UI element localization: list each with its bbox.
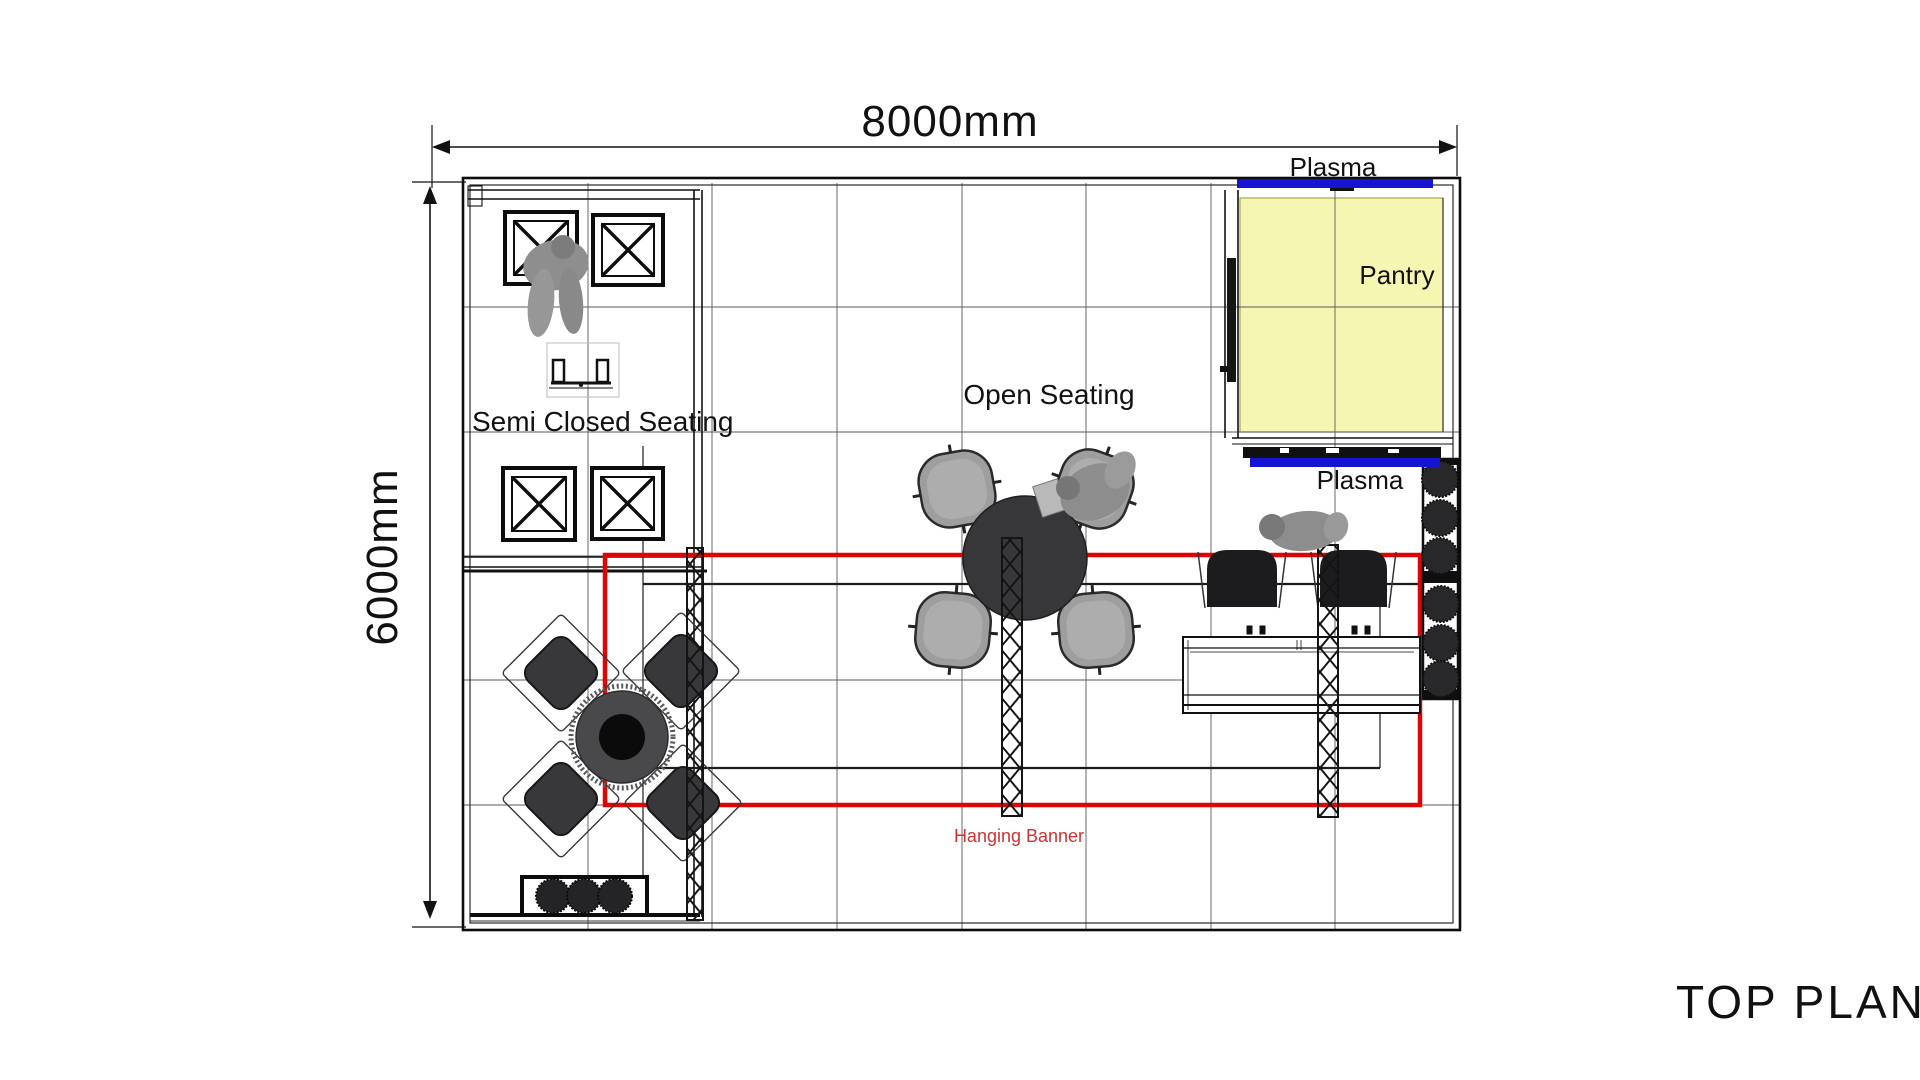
bracket-stool bbox=[546, 342, 620, 398]
pantry-door-handle bbox=[1220, 366, 1228, 372]
page-title: TOP PLAN bbox=[1676, 976, 1920, 1028]
plasma-mount bbox=[1330, 187, 1354, 191]
lounge-chair bbox=[502, 614, 620, 732]
pantry-door bbox=[1227, 258, 1236, 382]
truss-column bbox=[1001, 537, 1023, 817]
arrow-left-icon bbox=[432, 140, 450, 154]
open-seating-label: Open Seating bbox=[963, 379, 1134, 410]
hanging-banner-label: Hanging Banner bbox=[954, 826, 1084, 846]
plasma-screen-top bbox=[1237, 179, 1433, 188]
person bbox=[1259, 510, 1349, 552]
dimension-height-label: 6000mm bbox=[358, 468, 407, 645]
truss-columns bbox=[686, 537, 1339, 921]
cross-table bbox=[591, 213, 665, 287]
truss-column bbox=[686, 547, 704, 921]
dimension-width-label: 8000mm bbox=[861, 97, 1038, 146]
plasma-top-label: Plasma bbox=[1290, 152, 1377, 182]
open-seating-chair bbox=[1051, 585, 1141, 675]
pantry-floor bbox=[1239, 197, 1444, 433]
plasma-screen-side bbox=[1250, 458, 1440, 467]
cross-table bbox=[590, 466, 665, 541]
open-seating-chair bbox=[912, 444, 1002, 534]
pantry-room bbox=[1220, 179, 1453, 467]
person bbox=[1032, 451, 1136, 521]
lounge-chair bbox=[502, 740, 620, 858]
open-seating-chair bbox=[908, 585, 998, 675]
pantry-label: Pantry bbox=[1359, 260, 1434, 290]
reception-counter bbox=[1182, 625, 1421, 714]
plasma-side-label: Plasma bbox=[1317, 465, 1404, 495]
dimension-height: 6000mm bbox=[358, 181, 466, 928]
side-stool-strip bbox=[1421, 457, 1460, 701]
plan-labels: Plasma Pantry Semi Closed Seating Open S… bbox=[472, 152, 1920, 1028]
arrow-right-icon bbox=[1439, 140, 1457, 154]
cross-table bbox=[501, 466, 577, 542]
person bbox=[523, 235, 589, 337]
lounge-round-table bbox=[568, 683, 676, 791]
people bbox=[523, 235, 1349, 552]
pantry-cabinet bbox=[1243, 447, 1441, 458]
dimension-width: 8000mm bbox=[431, 97, 1458, 188]
bar-stool bbox=[1197, 550, 1287, 609]
bench-planters bbox=[470, 875, 700, 922]
truss-column bbox=[1317, 544, 1339, 818]
arrow-up-icon bbox=[423, 186, 437, 204]
semi-closed-seating-label: Semi Closed Seating bbox=[472, 406, 733, 437]
arrow-down-icon bbox=[423, 901, 437, 919]
open-seating-round-table bbox=[962, 495, 1088, 621]
